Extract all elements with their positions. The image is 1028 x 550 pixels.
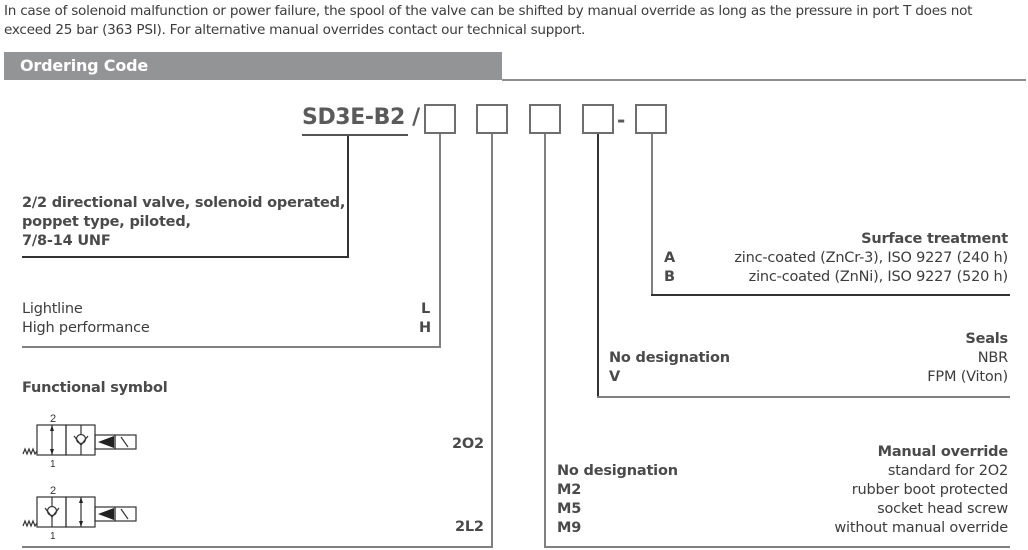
code-box-version [582, 104, 614, 134]
code-separator: - [617, 108, 626, 132]
seals-option-code: No designation [609, 350, 730, 366]
surface-option-code: A [664, 250, 676, 266]
leader-seals-v [597, 134, 599, 397]
seals-title: Seals [965, 331, 1008, 347]
svg-text:1: 1 [50, 459, 56, 470]
intro-paragraph: In case of solenoid malfunction or power… [4, 2, 1028, 40]
code-box-functional-symbol [424, 104, 456, 134]
seals-option-label: FPM (Viton) [927, 369, 1008, 385]
version-option-label: High performance [22, 320, 150, 336]
manual-override-title: Manual override [877, 444, 1009, 460]
valve-symbol-2O2-icon: 2 1 [22, 413, 137, 470]
description-line-2: poppet type, piloted, [22, 214, 191, 230]
leader-version-v [439, 134, 441, 347]
svg-text:2: 2 [50, 413, 56, 425]
model-code-underline [302, 134, 408, 136]
code-box-manual-override [476, 104, 508, 134]
section-title: Ordering Code [20, 56, 149, 75]
leader-seals-h [597, 396, 1010, 398]
surface-option-code: B [664, 269, 675, 285]
functional-symbol-title: Functional symbol [22, 380, 168, 396]
surface-option-label: zinc-coated (ZnNi), ISO 9227 (520 h) [748, 269, 1009, 285]
override-option-label: socket head screw [877, 501, 1008, 517]
leader-override-h [544, 546, 1010, 548]
override-option-label: standard for 2O2 [887, 463, 1008, 479]
valve-description: 2/2 directional valve, solenoid operated… [22, 194, 345, 251]
leader-functional-h [22, 546, 493, 548]
code-box-surface-treatment [635, 104, 667, 134]
description-line-3: 7/8-14 UNF [22, 233, 111, 249]
leader-version-h [22, 346, 441, 348]
override-option-code: No designation [557, 463, 678, 479]
seals-option-code: V [609, 369, 621, 385]
section-header-bar [4, 52, 502, 80]
version-option-label: Lightline [22, 301, 83, 317]
svg-text:1: 1 [50, 531, 56, 542]
override-option-label: rubber boot protected [851, 482, 1008, 498]
functional-symbol-code: 2O2 [452, 436, 484, 452]
version-option-code: L [421, 301, 431, 317]
intro-line-1: In case of solenoid malfunction or power… [4, 3, 973, 19]
valve-symbol-2L2-icon: 2 1 [22, 485, 137, 542]
override-option-code: M5 [557, 501, 582, 517]
override-option-code: M9 [557, 520, 582, 536]
functional-symbol-2O2: 2 1 [20, 410, 140, 470]
code-box-seals [529, 104, 561, 134]
surface-option-label: zinc-coated (ZnCr-3), ISO 9227 (240 h) [734, 250, 1008, 266]
leader-surface-v [651, 134, 653, 295]
override-option-label: without manual override [834, 520, 1008, 536]
override-option-code: M2 [557, 482, 582, 498]
description-line-1: 2/2 directional valve, solenoid operated… [22, 195, 346, 211]
version-option-code: H [419, 320, 431, 336]
surface-treatment-title: Surface treatment [861, 231, 1008, 247]
seals-option-label: NBR [977, 350, 1008, 366]
functional-symbol-code: 2L2 [455, 519, 484, 535]
leader-description-h [22, 256, 349, 258]
leader-override-v [544, 134, 546, 547]
functional-symbol-2L2: 2 1 [20, 482, 140, 542]
leader-surface-h [651, 294, 1010, 296]
intro-line-2: exceed 25 bar (363 PSI). For alternative… [4, 22, 586, 38]
section-rule [502, 79, 1026, 81]
svg-text:2: 2 [50, 485, 56, 497]
leader-description-v [347, 136, 349, 257]
model-code: SD3E-B2 / [302, 105, 420, 130]
leader-functional-v [491, 134, 493, 547]
